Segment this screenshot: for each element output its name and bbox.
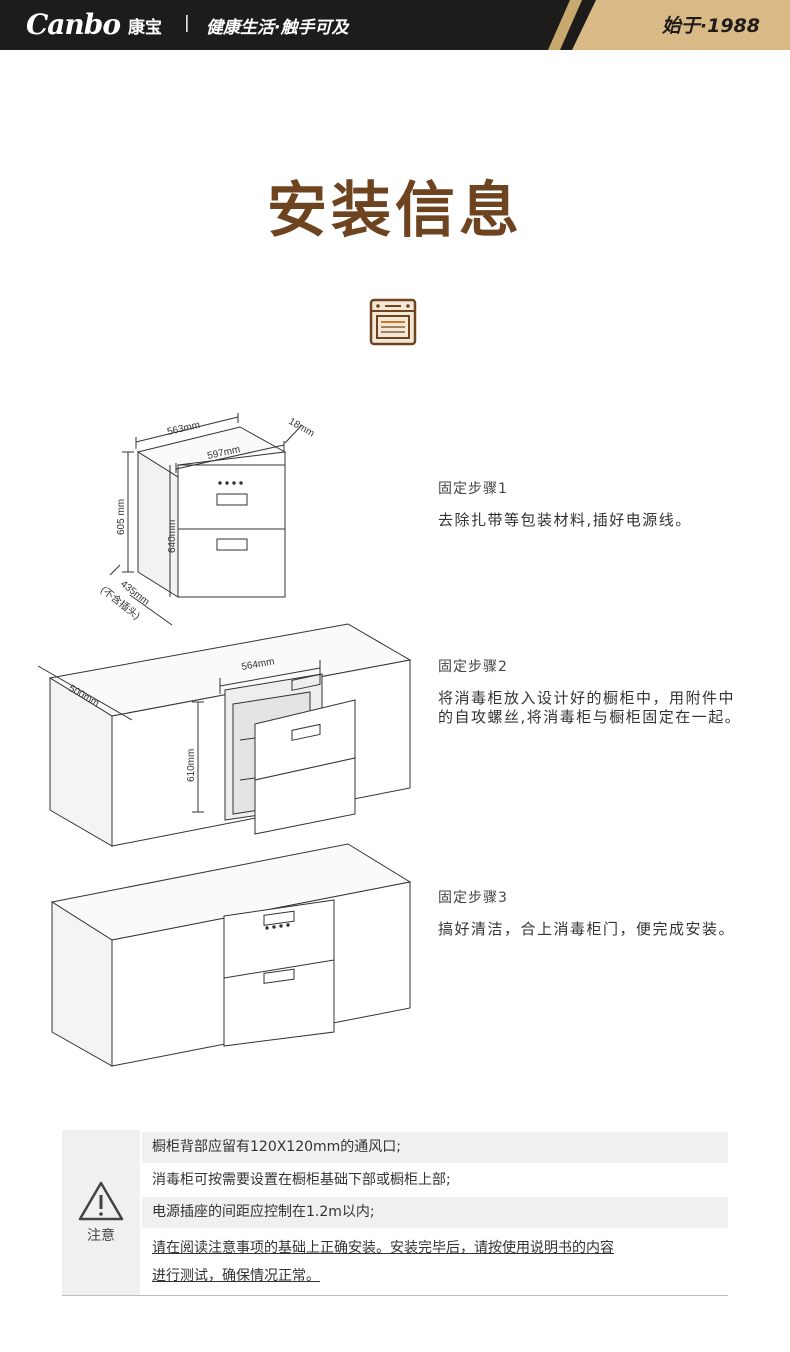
step-2-desc: 将消毒柜放入设计好的橱柜中，用附件中的自攻螺丝,将消毒柜与橱柜固定在一起。 xyxy=(438,689,742,726)
step-3-desc: 搞好清洁，合上消毒柜门，便完成安装。 xyxy=(438,920,736,938)
installed-cabinet-diagram xyxy=(50,843,412,1067)
dimension-605: 605 mm xyxy=(116,499,127,535)
warning-triangle-icon xyxy=(78,1181,124,1221)
note-item-5-text: 进行测试，确保情况正常。 xyxy=(152,1268,320,1284)
dimension-610: 610mm xyxy=(186,749,197,782)
step-1: 固定步骤1 去除扎带等包装材料,插好电源线。 xyxy=(438,478,758,530)
step-1-desc: 去除扎带等包装材料,插好电源线。 xyxy=(438,511,692,529)
header-bar: Canbo 康宝 | 健康生活·触手可及 始于·1988 xyxy=(0,0,790,50)
brand-logo: Canbo xyxy=(26,8,121,41)
dimension-563: 563mm xyxy=(166,420,201,438)
dimension-640: 640mm xyxy=(167,520,178,553)
step-2-title: 固定步骤2 xyxy=(438,659,508,675)
note-item-5: 进行测试，确保情况正常。 xyxy=(142,1262,728,1290)
note-item-4: 请在阅读注意事项的基础上正确安装。安装完毕后，请按使用说明书的内容 xyxy=(142,1234,728,1262)
step-1-title: 固定步骤1 xyxy=(438,481,508,497)
product-dimension-diagram: 563mm 597mm 18mm 605 mm 640mm 435mm (不含插… xyxy=(98,413,317,626)
dimension-18: 18mm xyxy=(287,416,317,439)
notes-label-cell: 注意 xyxy=(62,1130,140,1295)
page-title: 安装信息 xyxy=(267,176,523,246)
brand-separator: | xyxy=(184,13,190,33)
note-item-2: 消毒柜可按需要设置在橱柜基础下部或橱柜上部; xyxy=(152,1172,451,1188)
since-year: 始于·1988 xyxy=(661,15,760,37)
note-item-4-text: 请在阅读注意事项的基础上正确安装。安装完毕后，请按使用说明书的内容 xyxy=(152,1240,614,1256)
notes-label: 注意 xyxy=(87,1228,115,1244)
header-gold-panel xyxy=(572,0,790,50)
note-item-1: 橱柜背部应留有120X120mm的通风口; xyxy=(142,1132,728,1163)
note-item-3: 电源插座的间距应控制在1.2m以内; xyxy=(142,1197,728,1228)
brand-slogan: 健康生活·触手可及 xyxy=(206,18,349,38)
oven-icon xyxy=(369,298,417,346)
step-3: 固定步骤3 搞好清洁，合上消毒柜门，便完成安装。 xyxy=(438,887,738,939)
step-2: 固定步骤2 将消毒柜放入设计好的橱柜中，用附件中的自攻螺丝,将消毒柜与橱柜固定在… xyxy=(438,656,748,727)
notes-panel: 注意 橱柜背部应留有120X120mm的通风口; 消毒柜可按需要设置在橱柜基础下… xyxy=(62,1130,728,1296)
cabinet-install-diagram: 564mm 500mm 610mm xyxy=(37,623,412,847)
step-3-title: 固定步骤3 xyxy=(438,890,508,906)
brand-chinese-name: 康宝 xyxy=(128,18,162,38)
